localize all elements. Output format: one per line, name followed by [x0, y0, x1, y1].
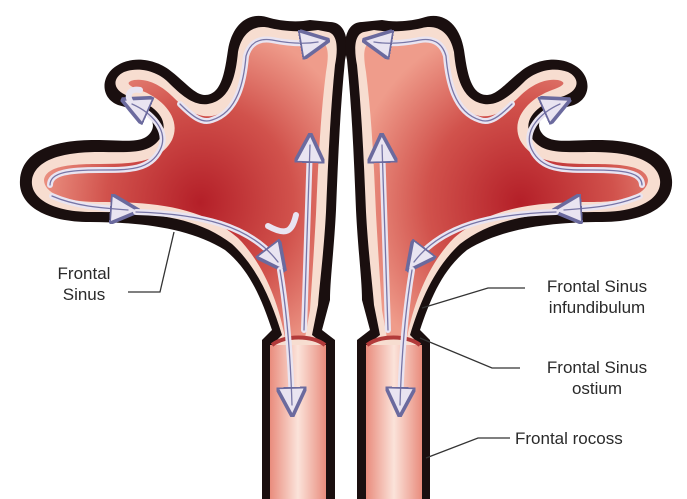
label-ostium-line2: ostium — [522, 378, 672, 399]
label-ostium: Frontal Sinus ostium — [522, 357, 672, 399]
label-infundibulum-line2: infundibulum — [522, 297, 672, 318]
right-frontal-recess-tube — [366, 345, 422, 499]
label-recess: Frontal rocoss — [515, 428, 623, 449]
left-frontal-recess-tube — [270, 345, 326, 499]
label-ostium-line1: Frontal Sinus — [522, 357, 672, 378]
leader-ostium — [420, 338, 520, 368]
label-frontal-sinus: Frontal Sinus — [40, 263, 128, 305]
left-sinus — [20, 16, 347, 499]
right-sinus — [345, 16, 672, 499]
label-infundibulum: Frontal Sinus infundibulum — [522, 276, 672, 318]
leader-infundibulum — [422, 288, 525, 308]
leader-recess — [426, 438, 510, 458]
leader-frontal-sinus — [128, 232, 174, 292]
label-frontal-sinus-line2: Sinus — [40, 284, 128, 305]
label-infundibulum-line1: Frontal Sinus — [522, 276, 672, 297]
label-frontal-sinus-line1: Frontal — [40, 263, 128, 284]
label-recess-line1: Frontal rocoss — [515, 428, 623, 449]
